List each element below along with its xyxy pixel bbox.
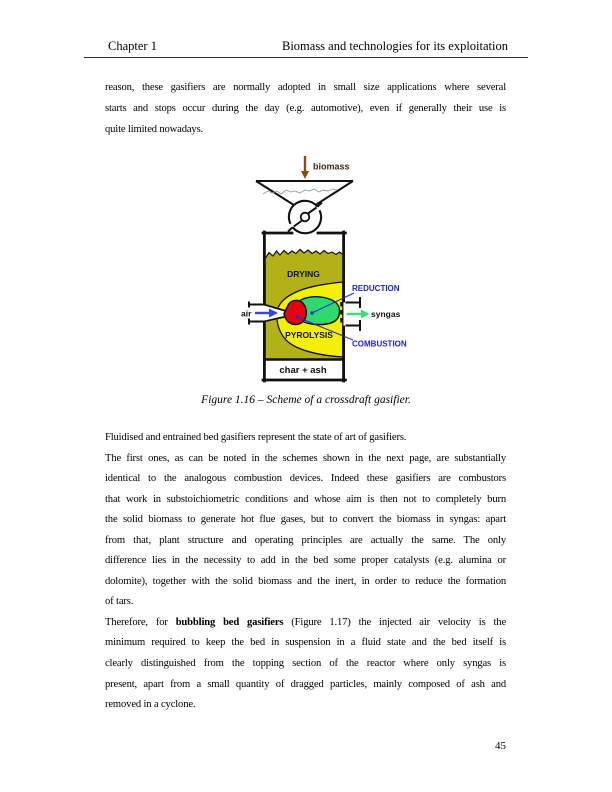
syngas-label: syngas <box>371 309 401 319</box>
reactor-vessel-walls <box>261 230 347 383</box>
paragraph-1: reason, these gasifiers are normally ado… <box>105 77 506 140</box>
combustion-label: COMBUSTION <box>352 340 407 349</box>
header-title: Biomass and technologies for its exploit… <box>281 39 508 53</box>
body-line: the solid biomass to generate hot flue g… <box>105 514 506 526</box>
body-line: of tars. <box>105 596 134 608</box>
reduction-label: REDUCTION <box>352 284 400 293</box>
char-ash-label: char + ash <box>279 365 326 376</box>
body-line: dolomite), together with the solid bioma… <box>105 575 506 587</box>
body-line: minimum required to keep the bed in susp… <box>105 637 506 649</box>
body-line: starts and stops occur during the day (e… <box>105 103 506 114</box>
bed-surface-outline <box>264 248 344 259</box>
header-chapter: Chapter 1 <box>108 39 157 53</box>
biomass-label: biomass <box>313 162 350 172</box>
combustion-callout: COMBUSTION <box>295 315 407 349</box>
biomass-level-line <box>262 188 338 195</box>
body-line: present, apart from a small quantity of … <box>105 678 506 690</box>
air-inlet-pipe <box>248 301 264 325</box>
page-header: Chapter 1 Biomass and technologies for i… <box>108 39 508 54</box>
body-text: Fluidised and entrained bed gasifiers re… <box>105 428 506 716</box>
syngas-outlet-pipe <box>345 297 361 331</box>
air-label: air <box>241 309 252 319</box>
syngas-arrow-icon <box>346 309 370 319</box>
air-arrow-icon <box>255 308 278 318</box>
header-rule <box>84 57 528 58</box>
body-line: Fluidised and entrained bed gasifiers re… <box>105 432 407 443</box>
body-line: difference lies in the necessity to add … <box>105 555 506 567</box>
biomass-hopper <box>255 180 354 208</box>
page-number: 45 <box>495 740 506 752</box>
body-line: removed in a cyclone. <box>105 699 196 711</box>
biomass-arrow-icon <box>301 156 309 179</box>
body-line: from that, plant structure and operating… <box>105 534 506 546</box>
reduction-callout: REDUCTION <box>310 284 400 315</box>
body-line: The first ones, as can be noted in the s… <box>105 452 506 464</box>
body-line: that work in substoichiometric condition… <box>105 493 506 505</box>
body-line: quite limited nowadays. <box>105 124 204 135</box>
bold-term: bubbling bed gasifiers <box>175 616 284 628</box>
body-line: Therefore, for bubbling bed gasifiers (F… <box>105 613 506 634</box>
pyrolysis-label: PYROLYSIS <box>285 330 333 340</box>
body-text-segment: (Figure 1.17) the injected air velocity … <box>283 616 506 628</box>
body-line: clearly distinguished from the topping s… <box>105 658 506 670</box>
body-line: identical to the analogous combustion de… <box>105 473 506 485</box>
rotary-valve-icon <box>287 199 323 235</box>
figure-caption: Figure 1.16 – Scheme of a crossdraft gas… <box>201 394 411 406</box>
gasifier-diagram: biomass <box>241 156 407 383</box>
body-line: reason, these gasifiers are normally ado… <box>105 82 506 93</box>
drying-label: DRYING <box>287 269 320 279</box>
body-text-segment: Therefore, for <box>105 616 176 628</box>
